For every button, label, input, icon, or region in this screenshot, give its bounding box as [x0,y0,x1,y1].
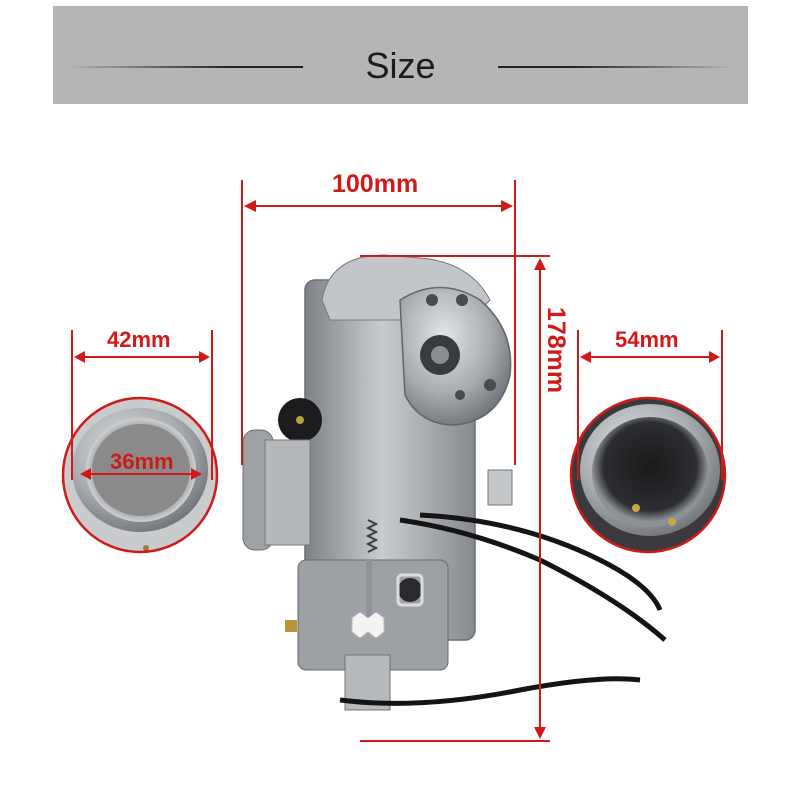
header-banner: Size [53,6,748,104]
vent-hose [339,676,641,706]
intake-inner-diameter-label: 36mm [110,449,174,474]
width-label: 100mm [332,170,419,198]
header-rule-right [498,66,734,68]
outlet-bore-closeup [569,396,727,554]
carburetor-photo [242,254,667,711]
outlet-highlight-circle [569,396,727,554]
dimension-lines [71,180,723,742]
height-label: 178mm [542,306,570,394]
idle-spring [365,519,379,553]
header-rule-left [67,66,303,68]
throttle-cable-2 [419,512,663,612]
choke-lever [398,578,422,602]
idle-knob [351,611,385,639]
intake-highlight-circle [61,396,219,554]
height-label-wrapper: 178mm [541,307,571,393]
outlet-diameter-label: 54mm [615,327,679,352]
page-title: Size [365,45,436,86]
intake-outer-diameter-label: 42mm [107,327,171,352]
